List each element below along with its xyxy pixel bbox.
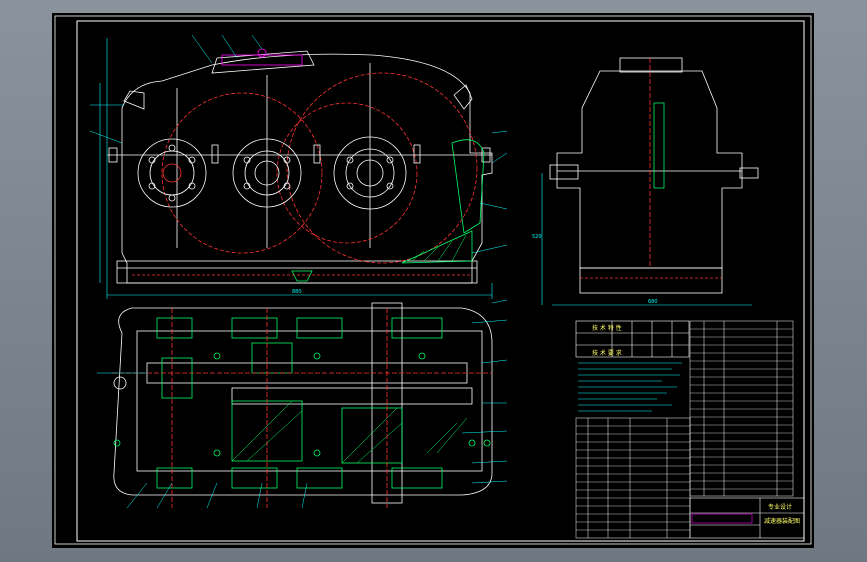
title-highlight [691,513,753,524]
inspection-cover [211,50,315,74]
lifting-lug [123,90,145,110]
gear-3 [341,407,403,464]
plan-view [112,302,493,508]
parts-rows-left [576,425,690,531]
flange-bolts [108,144,491,164]
title-block [689,497,805,539]
plan-housing [113,307,493,496]
side-shaft-left [549,164,579,180]
intermediate-shaft [231,387,473,405]
input-shaft [146,362,468,384]
parts-rows-right [690,328,793,490]
base-flange [116,260,478,284]
side-top-cover [619,57,683,73]
assembly-drawing: 880 68 [54,15,812,545]
front-leaders [89,34,508,254]
parts-list-right [689,320,794,497]
plan-inner [136,330,483,472]
side-base [579,267,723,294]
req-title: 技 术 要 求 [592,349,622,357]
tech-spec-table [575,320,690,358]
gear-1 [161,357,193,399]
side-view [541,57,759,306]
gear-pitch-circle [286,72,478,264]
title-drawing-name: 减速器装配图 [764,517,800,525]
side-housing-outline [556,70,743,269]
front-view [99,38,493,299]
side-hatch [653,102,665,189]
hatch-lines [411,234,467,262]
drawing-viewport[interactable]: 880 68 [52,13,814,548]
boss-bolts [148,144,394,202]
title-school: 专业设计 [768,503,792,511]
gear-pitch-circle [276,102,418,244]
lifting-lug [453,84,473,110]
bearing-boss-1 [137,138,207,208]
inner-frame [76,20,805,542]
plan-bolts [113,352,491,457]
oil-sump-hatch [401,230,473,264]
front-width-dim: 880 [292,289,302,295]
side-shaft-right [739,167,759,179]
side-width-dim: 680 [648,299,658,305]
cover-plate [221,54,303,66]
outer-frame [54,15,812,545]
drain-plug [291,270,313,282]
parts-list-left [575,417,691,539]
requirement-notes [578,362,682,412]
gear-4 [251,342,293,374]
oil-filler [113,376,127,390]
gear-pitch-circle [161,92,323,254]
plan-leaders [97,299,508,509]
vent-plug [257,48,267,58]
tech-title: 技 术 特 性 [592,324,622,332]
side-height-dim: 520 [532,234,542,240]
output-shaft [371,302,403,504]
bearing-boss-3 [333,136,407,210]
plan-bearings [156,317,443,489]
bearing-boss-2 [232,138,302,208]
end-wall-hatch [451,139,485,234]
